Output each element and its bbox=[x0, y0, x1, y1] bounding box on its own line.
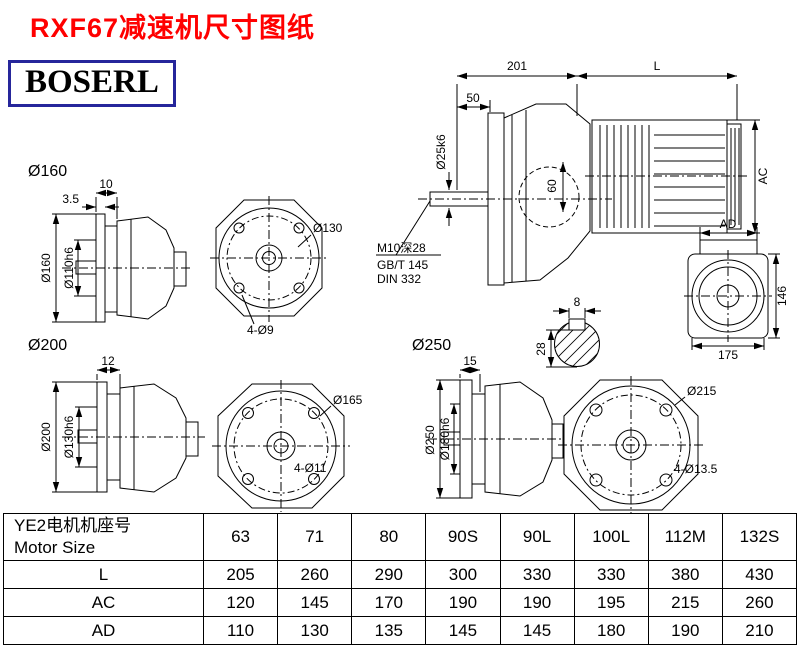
dim-value-cell: 330 bbox=[573, 560, 649, 589]
dim-ad-label: AD bbox=[720, 217, 737, 231]
dim-ac-label: AC bbox=[756, 167, 770, 184]
header-cn-label: YE2电机机座号 bbox=[14, 516, 132, 535]
dim-value-cell: 130 bbox=[277, 616, 353, 645]
dim-value-cell: 180 bbox=[573, 616, 649, 645]
gb-standard-label: GB/T 145 bbox=[377, 258, 428, 272]
dim-10-label: 10 bbox=[99, 177, 113, 191]
header-en-label: Motor Size bbox=[14, 538, 96, 557]
col-header-63: 63 bbox=[202, 513, 279, 561]
table-row-ac: AC 120 145 170 190 190 195 215 260 bbox=[3, 588, 798, 617]
flange-dia-250-label: Ø250 bbox=[423, 425, 437, 455]
dim-value-cell: 190 bbox=[499, 588, 575, 617]
row-label-l: L bbox=[3, 560, 204, 589]
section-label-250: Ø250 bbox=[412, 337, 451, 354]
dim-l-label: L bbox=[654, 59, 661, 73]
row-label-ad: AD bbox=[3, 616, 204, 645]
dim-value-cell: 260 bbox=[277, 560, 353, 589]
dim-15-label: 15 bbox=[463, 354, 477, 368]
dim-3-5-label: 3.5 bbox=[62, 192, 79, 206]
table-header-row: YE2电机机座号 Motor Size 63 71 80 90S 90L 100… bbox=[3, 513, 798, 561]
dim-value-cell: 120 bbox=[202, 588, 279, 617]
dim-201-label: 201 bbox=[507, 59, 527, 73]
flange-dia-160-label: Ø160 bbox=[39, 253, 53, 283]
col-header-90l: 90L bbox=[499, 513, 575, 561]
dim-value-cell: 145 bbox=[499, 616, 575, 645]
din-standard-label: DIN 332 bbox=[377, 272, 421, 286]
dim-60-label: 60 bbox=[545, 179, 559, 193]
dim-175-label: 175 bbox=[718, 348, 738, 362]
spigot-dia-180-label: Ø180h6 bbox=[438, 417, 452, 460]
col-header-71: 71 bbox=[277, 513, 353, 561]
dim-50-label: 50 bbox=[466, 91, 480, 105]
spigot-dia-130-label: Ø130h6 bbox=[62, 415, 76, 458]
unit-200-front-view: Ø165 4-Ø11 bbox=[212, 380, 363, 512]
bolt-circle-165-label: Ø165 bbox=[333, 393, 363, 407]
dim-value-cell: 145 bbox=[425, 616, 501, 645]
dim-value-cell: 145 bbox=[277, 588, 353, 617]
spigot-dia-110-label: Ø110h6 bbox=[62, 247, 76, 289]
shaft-key-section: 8 28 bbox=[534, 295, 601, 368]
technical-drawing: 201 L 50 Ø25k6 60 AC M10深28 GB/T 145 DIN… bbox=[28, 59, 789, 514]
unit-250-side-view: Ø250 15 Ø250 Ø180h6 bbox=[412, 337, 570, 499]
sheet-title: RXF67减速机尺寸图纸 bbox=[30, 13, 316, 43]
section-label-160: Ø160 bbox=[28, 163, 67, 180]
main-assembly-view: 201 L 50 Ø25k6 60 AC M10深28 GB/T 145 DIN… bbox=[376, 59, 770, 286]
bolt-circle-130-label: Ø130 bbox=[313, 221, 343, 235]
col-header-112m: 112M bbox=[647, 513, 723, 561]
gear-housing-200 bbox=[119, 383, 187, 493]
dim-value-cell: 430 bbox=[721, 560, 798, 589]
col-header-90s: 90S bbox=[425, 513, 501, 561]
dim-value-cell: 330 bbox=[499, 560, 575, 589]
bolt-circle-215-label: Ø215 bbox=[687, 384, 717, 398]
dimension-table: YE2电机机座号 Motor Size 63 71 80 90S 90L 100… bbox=[3, 513, 798, 645]
dim-value-cell: 300 bbox=[425, 560, 501, 589]
unit-160-side-view: Ø160 10 3.5 Ø160 Ø110h6 bbox=[28, 163, 192, 323]
key-height-label: 28 bbox=[534, 342, 548, 356]
flange-dia-200-label: Ø200 bbox=[39, 422, 53, 452]
holes-4x13-5-label: 4-Ø13.5 bbox=[674, 462, 718, 476]
dim-value-cell: 210 bbox=[721, 616, 798, 645]
dim-value-cell: 190 bbox=[425, 588, 501, 617]
dim-value-cell: 380 bbox=[647, 560, 723, 589]
col-header-100l: 100L bbox=[573, 513, 649, 561]
table-row-l: L 205 260 290 300 330 330 380 430 bbox=[3, 560, 798, 589]
unit-160-front-view: Ø130 4-Ø9 bbox=[210, 196, 343, 337]
section-label-200: Ø200 bbox=[28, 337, 67, 354]
dim-value-cell: 135 bbox=[351, 616, 427, 645]
dim-12-label: 12 bbox=[101, 354, 115, 368]
row-label-ac: AC bbox=[3, 588, 204, 617]
table-row-ad: AD 110 130 135 145 145 180 190 210 bbox=[3, 616, 798, 645]
dim-value-cell: 195 bbox=[573, 588, 649, 617]
unit-250-front-view: Ø215 4-Ø13.5 bbox=[558, 376, 718, 514]
header-motor-size: YE2电机机座号 Motor Size bbox=[3, 513, 204, 561]
holes-4x11-label: 4-Ø11 bbox=[294, 461, 327, 475]
dim-value-cell: 190 bbox=[647, 616, 723, 645]
dim-value-cell: 110 bbox=[202, 616, 279, 645]
unit-200-side-view: Ø200 12 Ø200 Ø130h6 bbox=[28, 337, 205, 493]
dim-146-label: 146 bbox=[775, 286, 789, 306]
key-width-label: 8 bbox=[574, 295, 581, 309]
col-header-132s: 132S bbox=[721, 513, 798, 561]
dim-value-cell: 205 bbox=[202, 560, 279, 589]
dim-value-cell: 290 bbox=[351, 560, 427, 589]
brand-logo: BOSERL bbox=[8, 60, 176, 107]
dim-value-cell: 260 bbox=[721, 588, 798, 617]
col-header-80: 80 bbox=[351, 513, 427, 561]
dim-value-cell: 170 bbox=[351, 588, 427, 617]
thread-callout-label: M10深28 bbox=[377, 241, 426, 255]
dim-value-cell: 215 bbox=[647, 588, 723, 617]
motor-end-view: AD 146 175 bbox=[684, 217, 789, 362]
shaft-dia-label: Ø25k6 bbox=[434, 134, 448, 170]
holes-4x9-label: 4-Ø9 bbox=[247, 323, 274, 337]
